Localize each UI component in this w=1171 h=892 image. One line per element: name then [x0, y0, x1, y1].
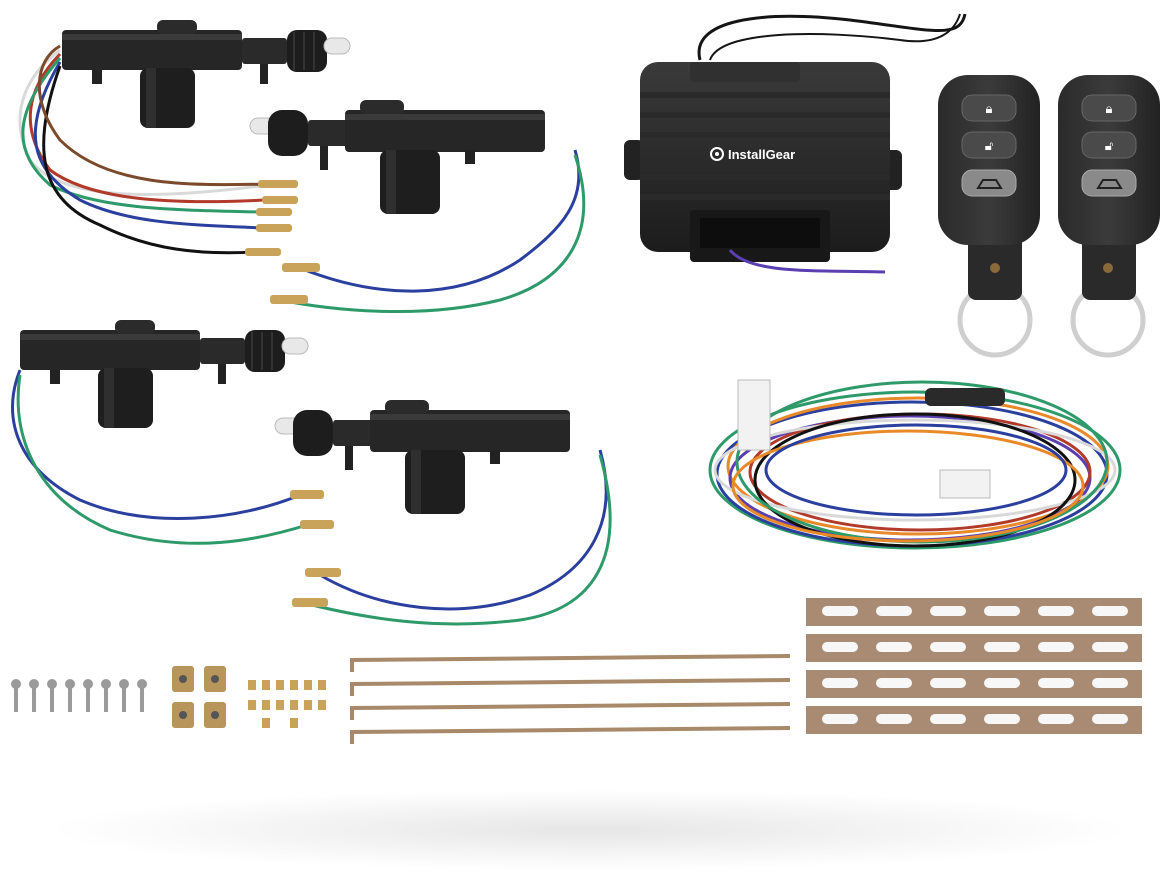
trunk-button-2 [1081, 169, 1137, 197]
trunk-icon [1096, 179, 1123, 189]
wiring-harness [708, 379, 1122, 550]
lock-icon: 🔒︎ [1106, 101, 1113, 116]
door-lock-actuator-4 [274, 399, 612, 626]
unlock-icon: 🔓︎ [1105, 138, 1113, 153]
unlock-icon: 🔓︎ [985, 138, 993, 153]
trunk-button-1 [961, 169, 1017, 197]
remote-fob-2: 🔒︎ 🔓︎ [1058, 75, 1160, 358]
lock-icon: 🔒︎ [986, 101, 993, 116]
harness-connector [737, 379, 771, 451]
connecting-rods [350, 654, 791, 744]
door-lock-actuator-2 [249, 99, 586, 314]
harness-plug [939, 469, 991, 499]
door-lock-actuator-1 [18, 19, 351, 256]
nuts [248, 680, 326, 728]
control-module: InstallGear [624, 13, 967, 274]
lock-button-1 [961, 94, 1017, 122]
unlock-button-2 [1081, 131, 1137, 159]
brand-logo: InstallGear [710, 147, 795, 162]
ground-shadow [50, 790, 1130, 870]
trunk-icon [976, 179, 1003, 189]
fuse-holder [925, 388, 1005, 406]
brand-label: InstallGear [728, 147, 795, 162]
mounting-straps [806, 598, 1142, 734]
rod-clamps [172, 666, 226, 728]
remote-fob-1: 🔒︎ 🔓︎ [938, 75, 1040, 358]
screws [11, 679, 147, 712]
door-lock-actuator-3 [11, 319, 334, 545]
unlock-button-1 [961, 131, 1017, 159]
lock-button-2 [1081, 94, 1137, 122]
